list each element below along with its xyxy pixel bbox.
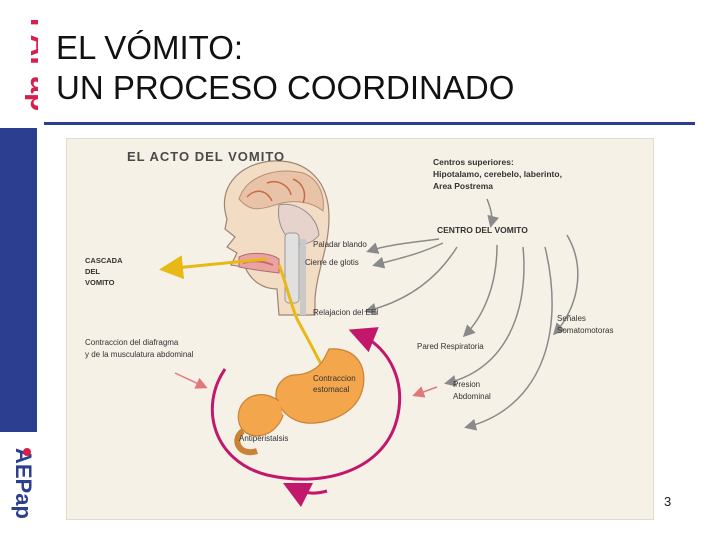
label-diafragma-1: Contraccion del diafragma [85, 338, 179, 347]
arrow-diafragma-1 [174, 372, 208, 389]
title-line-2: UN PROCESO COORDINADO [56, 69, 515, 106]
title-underline [44, 122, 695, 125]
fapap-logo: FAPap [24, 18, 38, 111]
vomit-act-diagram: EL ACTO DEL VOMITO Centros superiores: H… [66, 138, 654, 520]
aepap-logo-dot-icon [23, 448, 31, 456]
stomach-illustration [234, 348, 365, 456]
slide-title: EL VÓMITO: UN PROCESO COORDINADO [56, 28, 514, 108]
antiperistalsis-arrow [210, 327, 402, 481]
arrow-centro-to-glotis [372, 242, 444, 269]
label-diafragma-2: y de la musculatura abdominal [85, 350, 194, 359]
arrow-centros-to-centro [486, 198, 500, 228]
label-centros-line2: Hipotalamo, cerebelo, laberinto, [433, 169, 562, 179]
arrow-centro-to-antiperistalsis [464, 246, 553, 431]
label-contraccion-1: Contraccion [313, 374, 356, 383]
label-senales-2: Somatomotoras [557, 326, 613, 335]
label-presion-1: Presion [453, 380, 480, 389]
label-antiperistalsis: Antiperistalsis [239, 434, 288, 443]
label-paladar: Paladar blando [313, 240, 367, 249]
label-glotis: Cierre de glotis [305, 258, 359, 267]
label-cascada-1: CASCADA [85, 256, 123, 265]
label-presion-2: Abdominal [453, 392, 491, 401]
label-senales-1: Señales [557, 314, 586, 323]
label-contraccion-2: estomacal [313, 385, 350, 394]
label-pared: Pared Respiratoria [417, 342, 484, 351]
label-cascada-2: DEL [85, 267, 100, 276]
label-centros-line3: Area Postrema [433, 181, 493, 191]
figure-heading: EL ACTO DEL VOMITO [127, 149, 285, 164]
side-accent-bar [0, 128, 37, 432]
arrow-centro-to-eei [364, 246, 458, 315]
label-cascada-3: VOMITO [85, 278, 115, 287]
label-eei: Relajacion del EEI [313, 308, 378, 317]
title-line-1: EL VÓMITO: [56, 29, 244, 66]
fapap-logo-text: FAPap [24, 18, 38, 111]
arrow-centro-to-presion [444, 246, 525, 387]
label-centros-title: Centros superiores: [433, 157, 514, 167]
arrow-presion-abdominal [412, 386, 438, 398]
label-centro-vomito: CENTRO DEL VOMITO [437, 225, 528, 235]
cascade-arrow [159, 255, 268, 280]
aepap-logo: AEPap [11, 448, 36, 519]
arrow-centro-to-paladar [366, 238, 440, 254]
aepap-logo-text: AEPap [11, 448, 36, 519]
head-illustration [223, 160, 330, 316]
arrow-centro-to-pared [462, 244, 498, 338]
page-number: 3 [664, 494, 672, 509]
arrow-senales [552, 234, 579, 336]
lower-pink-arrow [282, 482, 328, 508]
